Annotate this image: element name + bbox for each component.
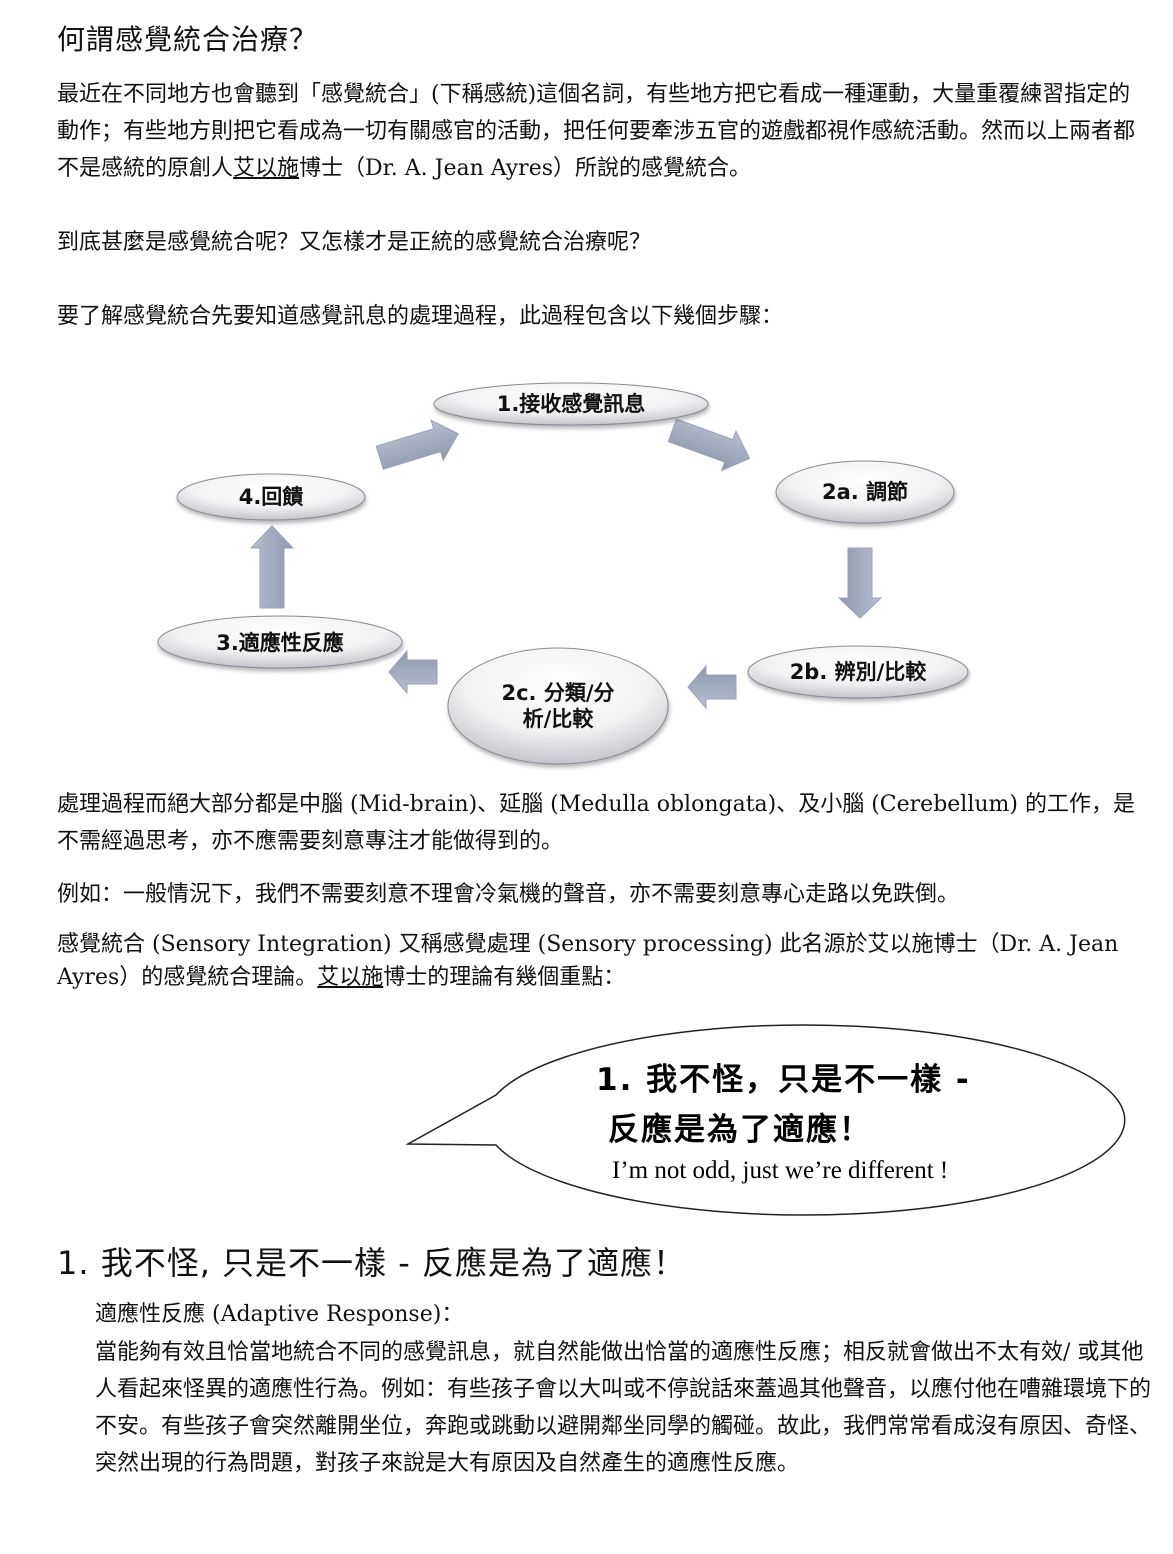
arrow-2b-to-2c: [687, 664, 737, 710]
svg-text:1.接收感覺訊息: 1.接收感覺訊息: [497, 392, 646, 416]
node-2b-discriminate: 2b. 辨別/比較: [747, 645, 969, 699]
node-2a-regulate: 2a. 調節: [775, 460, 955, 524]
node-2b-label: 2b. 辨別/比較: [790, 660, 928, 684]
node-4-feedback: 4.回饋: [176, 473, 366, 521]
theory-text: 感覺統合 (Sensory Integration) 又稱感覺處理 (Senso…: [57, 932, 1119, 990]
node-2a-label: 2a. 調節: [822, 480, 908, 504]
intro-paragraph: 最近在不同地方也會聽到「感覺統合」(下稱感統)這個名詞，有些地方把它看成一種運動…: [57, 76, 1147, 187]
page-title: 何謂感覺統合治療？: [57, 23, 319, 56]
arrow-2c-to-3: [388, 649, 438, 695]
steps-intro-paragraph: 要了解感覺統合先要知道感覺訊息的處理過程，此過程包含以下幾個步驟：: [57, 304, 784, 329]
intro-text: 最近在不同地方也會聽到「感覺統合」(下稱感統)這個名詞，有些地方把它看成一種運動…: [57, 82, 1136, 181]
adaptive-label: 適應性反應 (Adaptive Response)：: [95, 1302, 464, 1327]
node-1-label: 1.接收: [497, 392, 562, 416]
node-2c-classify: 2c. 分類/分 析/比較: [447, 647, 669, 765]
node-3-label: 3.適應性反應: [216, 631, 344, 655]
adaptive-body: 當能夠有效且恰當地統合不同的感覺訊息，就自然能做出恰當的適應性反應；相反就會做出…: [95, 1340, 1152, 1476]
node-3-adaptive: 3.適應性反應: [157, 615, 403, 669]
node-4-label: 4.回饋: [239, 485, 304, 509]
arrow-4-to-1: [375, 419, 459, 470]
speech-bubble: 1. 我不怪，只是不一樣 - 反應是為了適應！ I’m not odd, jus…: [405, 1024, 1126, 1216]
arrow-2a-to-2b: [837, 547, 883, 619]
arrow-3-to-4: [249, 525, 295, 609]
theory-paragraph: 感覺統合 (Sensory Integration) 又稱感覺處理 (Senso…: [57, 928, 1147, 994]
node-2c-label-line2: 析/比較: [523, 707, 595, 731]
theory-text-end: 博士的理論有幾個重點：: [383, 965, 626, 990]
processing-note-paragraph: 處理過程而絕大部分都是中腦 (Mid-brain)、延腦 (Medulla ob…: [57, 792, 1135, 854]
bubble-line-2: 反應是為了適應！: [608, 1112, 872, 1148]
example-paragraph: 例如：一般情況下，我們不需要刻意不理會冷氣機的聲音，亦不需要刻意專心走路以免跌倒…: [57, 882, 960, 907]
theory-ayres-name: 艾以施: [317, 965, 384, 990]
section-heading: 1. 我不怪, 只是不一樣 - 反應是為了適應！: [57, 1244, 686, 1282]
ayres-name: 艾以施: [233, 156, 300, 181]
bubble-line-3: I’m not odd, just we’re different !: [612, 1157, 948, 1184]
node-1-receive: 1.接收感覺訊息: [433, 382, 709, 426]
processing-cycle-diagram: 1.接收感覺訊息 2a. 調節 2b. 辨別/比較 2c. 分類/分 析/比較 …: [157, 382, 969, 765]
node-2c-label-line1: 2c. 分類/分: [501, 681, 614, 705]
bubble-line-1: 1. 我不怪，只是不一樣 -: [596, 1062, 971, 1098]
question-paragraph: 到底甚麼是感覺統合呢？又怎樣才是正統的感覺統合治療呢？: [57, 230, 652, 255]
arrow-1-to-2a: [667, 418, 751, 472]
node-1-highlight: 感覺訊息: [561, 392, 645, 416]
intro-text-end: 博士（Dr. A. Jean Ayres）所說的感覺統合。: [299, 156, 751, 181]
